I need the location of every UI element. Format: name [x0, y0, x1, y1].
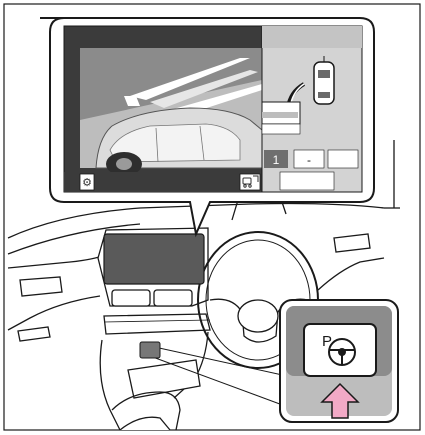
dash-display: [104, 234, 204, 284]
readout-dash: -: [307, 153, 311, 167]
switch-callout: P: [280, 300, 398, 422]
vehicle-top-view: [314, 56, 334, 104]
gear-icon: ⚙: [82, 177, 92, 189]
console-switch: [140, 342, 160, 358]
camera-screen: ⚙ 1 -: [64, 26, 362, 192]
confirm-box[interactable]: [280, 172, 334, 190]
position-readout: 1: [273, 153, 280, 167]
readout-plus-box[interactable]: [328, 150, 358, 168]
